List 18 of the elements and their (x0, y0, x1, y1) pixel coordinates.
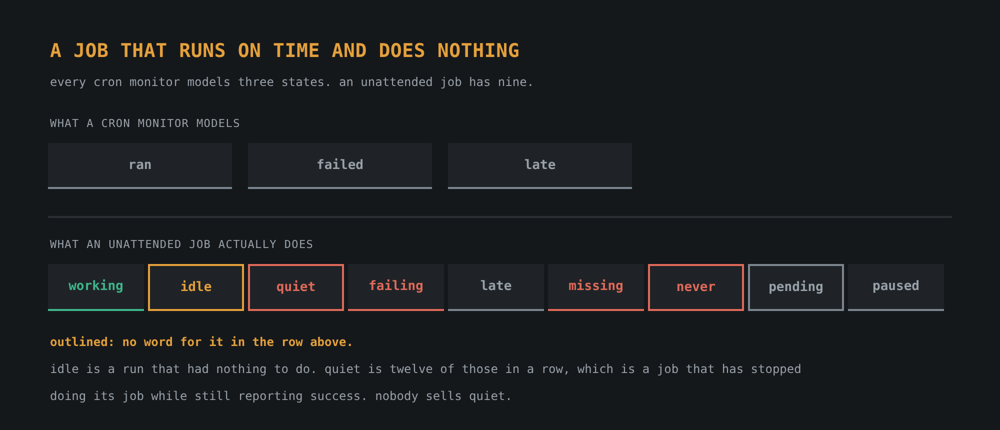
state-tile: failed (248, 143, 432, 189)
state-tile: paused (848, 264, 944, 311)
title: A JOB THAT RUNS ON TIME AND DOES NOTHING (50, 40, 520, 62)
section-heading: WHAT AN UNATTENDED JOB ACTUALLY DOES (50, 238, 314, 252)
outlined-state-tile: quiet (248, 264, 344, 311)
state-tile: late (448, 264, 544, 311)
state-tile: ran (48, 143, 232, 189)
state-tile: failing (348, 264, 444, 311)
state-tile: working (48, 264, 144, 311)
outlined-state-tile: idle (148, 264, 244, 311)
paragraph: idle is a run that had nothing to do. quiet is twelve of those in a row, which is a job that has stopped doing its job while still reporting success. nobody sells quiet. (50, 361, 802, 405)
state-tile: missing (548, 264, 644, 311)
subtitle: every cron monitor models three states. an unattended job has nine. (50, 74, 534, 90)
outlined-state-tile: never (648, 264, 744, 311)
outlined-state-tile: pending (748, 264, 844, 311)
legend-note: outlined: no word for it in the row above. (50, 334, 354, 350)
state-tile: late (448, 143, 632, 189)
section-heading: WHAT A CRON MONITOR MODELS (50, 117, 240, 131)
